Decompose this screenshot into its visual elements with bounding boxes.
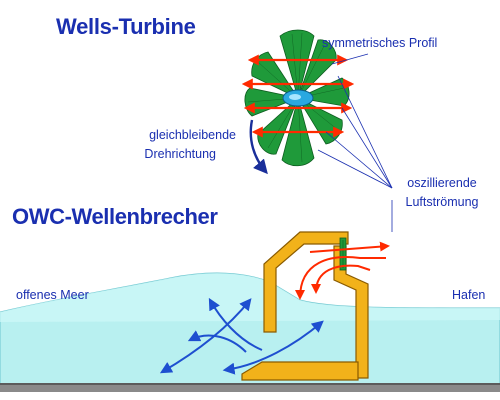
profile-label: symmetrisches Profil [322, 36, 438, 50]
owc-chamber-structure [263, 231, 349, 333]
chamber-airflow-arrows [295, 241, 390, 300]
turbine-icon [241, 29, 355, 167]
open-sea-label: offenes Meer [16, 288, 89, 302]
water-surface-highlight [0, 273, 500, 322]
rotation-label-line2: Drehrichtung [144, 147, 216, 161]
small-turbine-icon [339, 237, 347, 271]
page-title: Wells-Turbine [56, 14, 196, 39]
wave-arrow-icon [159, 297, 324, 375]
harbor-label: Hafen [452, 288, 486, 302]
rotation-label-line1: gleichbleibende [149, 128, 236, 142]
seabed [0, 383, 500, 392]
seabed-edge [0, 383, 500, 385]
rotation-arrow-icon [249, 119, 268, 175]
profile-leader-line [331, 53, 369, 65]
airflow-leader-lines [317, 75, 393, 189]
owc-base-plate [241, 361, 359, 381]
diagram-subtitle: OWC-Wellenbrecher [12, 204, 218, 229]
airflow-label-line1: oszillierende [407, 176, 477, 190]
airflow-label-line2: Luftströmung [405, 195, 479, 209]
